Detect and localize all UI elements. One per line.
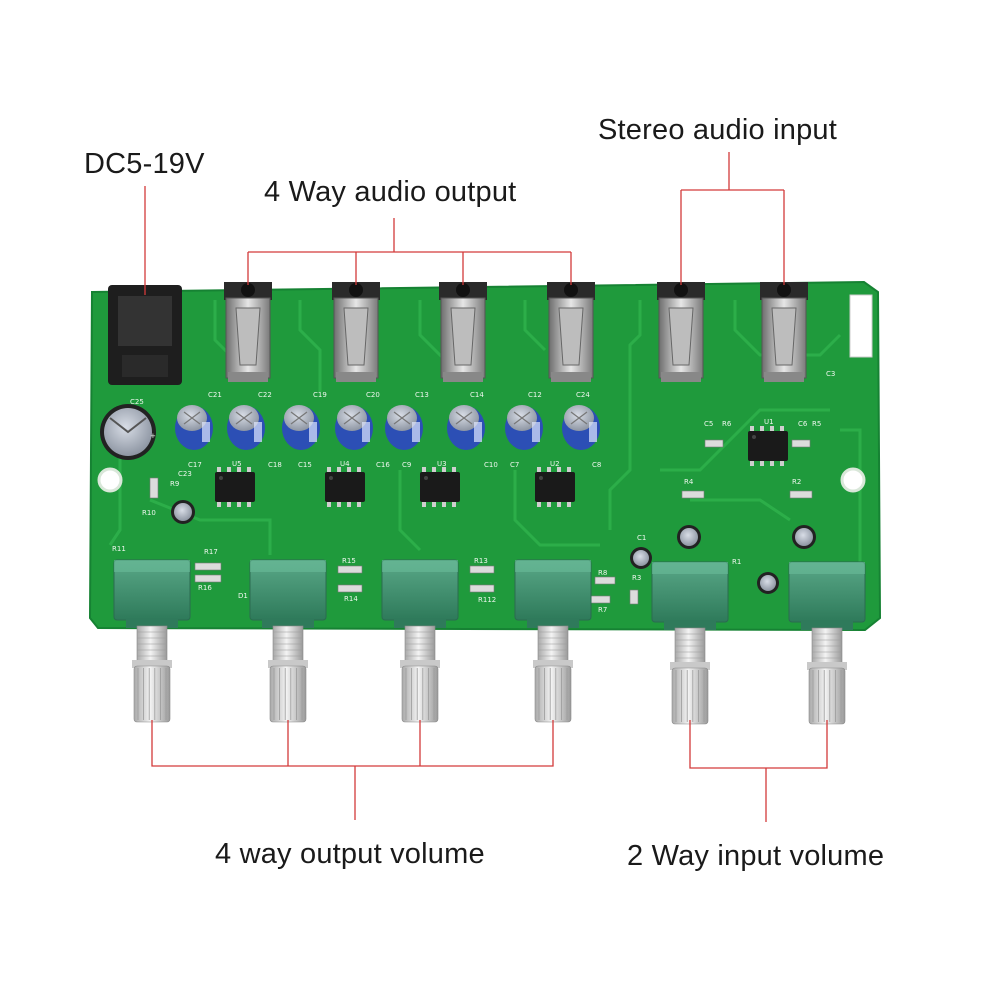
power-input-label: DC5-19V: [84, 148, 205, 180]
silkscreen-label: R16: [198, 584, 212, 592]
volume-potentiometer-knob: [651, 561, 729, 725]
silkscreen-label: C10: [484, 461, 498, 469]
electrolytic-capacitor: [505, 405, 543, 450]
op-amp-chip: [325, 467, 365, 507]
silkscreen-label: R7: [598, 606, 607, 614]
silkscreen-label: R9: [170, 480, 179, 488]
silkscreen-label: C15: [298, 461, 312, 469]
silkscreen-label: C22: [258, 391, 272, 399]
silkscreen-label: R112: [478, 596, 496, 604]
electrolytic-capacitor: [227, 405, 265, 450]
silkscreen-label: R8: [598, 569, 607, 577]
silkscreen-label: R10: [142, 509, 156, 517]
audio-jack: [439, 282, 487, 382]
volume-potentiometer-knob: [381, 559, 459, 723]
stereo-input-label: Stereo audio input: [598, 114, 837, 146]
silkscreen-label: R15: [342, 557, 356, 565]
silkscreen-label: C19: [313, 391, 327, 399]
audio-jack: [332, 282, 380, 382]
silkscreen-label: C23: [178, 470, 192, 478]
electrolytic-capacitor: [335, 405, 373, 450]
volume-potentiometer-knob: [113, 559, 191, 723]
silkscreen-label: C24: [576, 391, 590, 399]
silkscreen-label: C12: [528, 391, 542, 399]
silkscreen-label: R17: [204, 548, 218, 556]
silkscreen-label: C3: [826, 370, 835, 378]
silkscreen-label: R2: [792, 478, 801, 486]
silkscreen-label: C17: [188, 461, 202, 469]
electrolytic-capacitor: [385, 405, 423, 450]
volume-potentiometer-knob: [514, 559, 592, 723]
audio-jack: [547, 282, 595, 382]
silkscreen-label: R13: [474, 557, 488, 565]
silkscreen-label: R1: [732, 558, 741, 566]
silkscreen-label: U3: [437, 460, 447, 468]
audio-jack: [224, 282, 272, 382]
silkscreen-label: U4: [340, 460, 350, 468]
electrolytic-capacitor: [282, 405, 320, 450]
op-amp-chip: [215, 467, 255, 507]
silkscreen-label: C6: [798, 420, 808, 428]
silkscreen-label: R4: [684, 478, 694, 486]
silkscreen-label: U2: [550, 460, 560, 468]
silkscreen-label: D1: [238, 592, 248, 600]
op-amp-chip: [535, 467, 575, 507]
silkscreen-label: C5: [704, 420, 713, 428]
silkscreen-label: C13: [415, 391, 429, 399]
op-amp-chip: [420, 467, 460, 507]
volume-potentiometer-knob: [249, 559, 327, 723]
silkscreen-label: R14: [344, 595, 358, 603]
silkscreen-label: C18: [268, 461, 282, 469]
silkscreen-label: C1: [637, 534, 646, 542]
callout-lines: [144, 152, 828, 822]
silkscreen-label: C8: [592, 461, 601, 469]
silkscreen-label: C25: [130, 398, 144, 406]
audio-jack: [657, 282, 705, 382]
silkscreen-label: C21: [208, 391, 222, 399]
svg-text:+: +: [150, 432, 156, 440]
input-volume-label: 2 Way input volume: [627, 840, 885, 872]
silkscreen-label: U1: [764, 418, 774, 426]
silkscreen-label: R11: [112, 545, 126, 553]
silkscreen-label: C9: [402, 461, 411, 469]
silkscreen-label: C20: [366, 391, 380, 399]
silkscreen-label: C14: [470, 391, 484, 399]
audio-output-label: 4 Way audio output: [264, 176, 517, 208]
silkscreen-label: R6: [722, 420, 732, 428]
silkscreen-label: C7: [510, 461, 519, 469]
output-volume-label: 4 way output volume: [215, 838, 485, 870]
volume-potentiometer-knob: [788, 561, 866, 725]
op-amp-chip: [748, 426, 788, 466]
electrolytic-capacitor: [562, 405, 600, 450]
audio-jack: [760, 282, 808, 382]
silkscreen-label: R5: [812, 420, 821, 428]
electrolytic-capacitor: [175, 405, 213, 450]
silkscreen-label: C16: [376, 461, 390, 469]
silkscreen-label: U5: [232, 460, 242, 468]
electrolytic-capacitor: [447, 405, 485, 450]
silkscreen-label: R3: [632, 574, 641, 582]
